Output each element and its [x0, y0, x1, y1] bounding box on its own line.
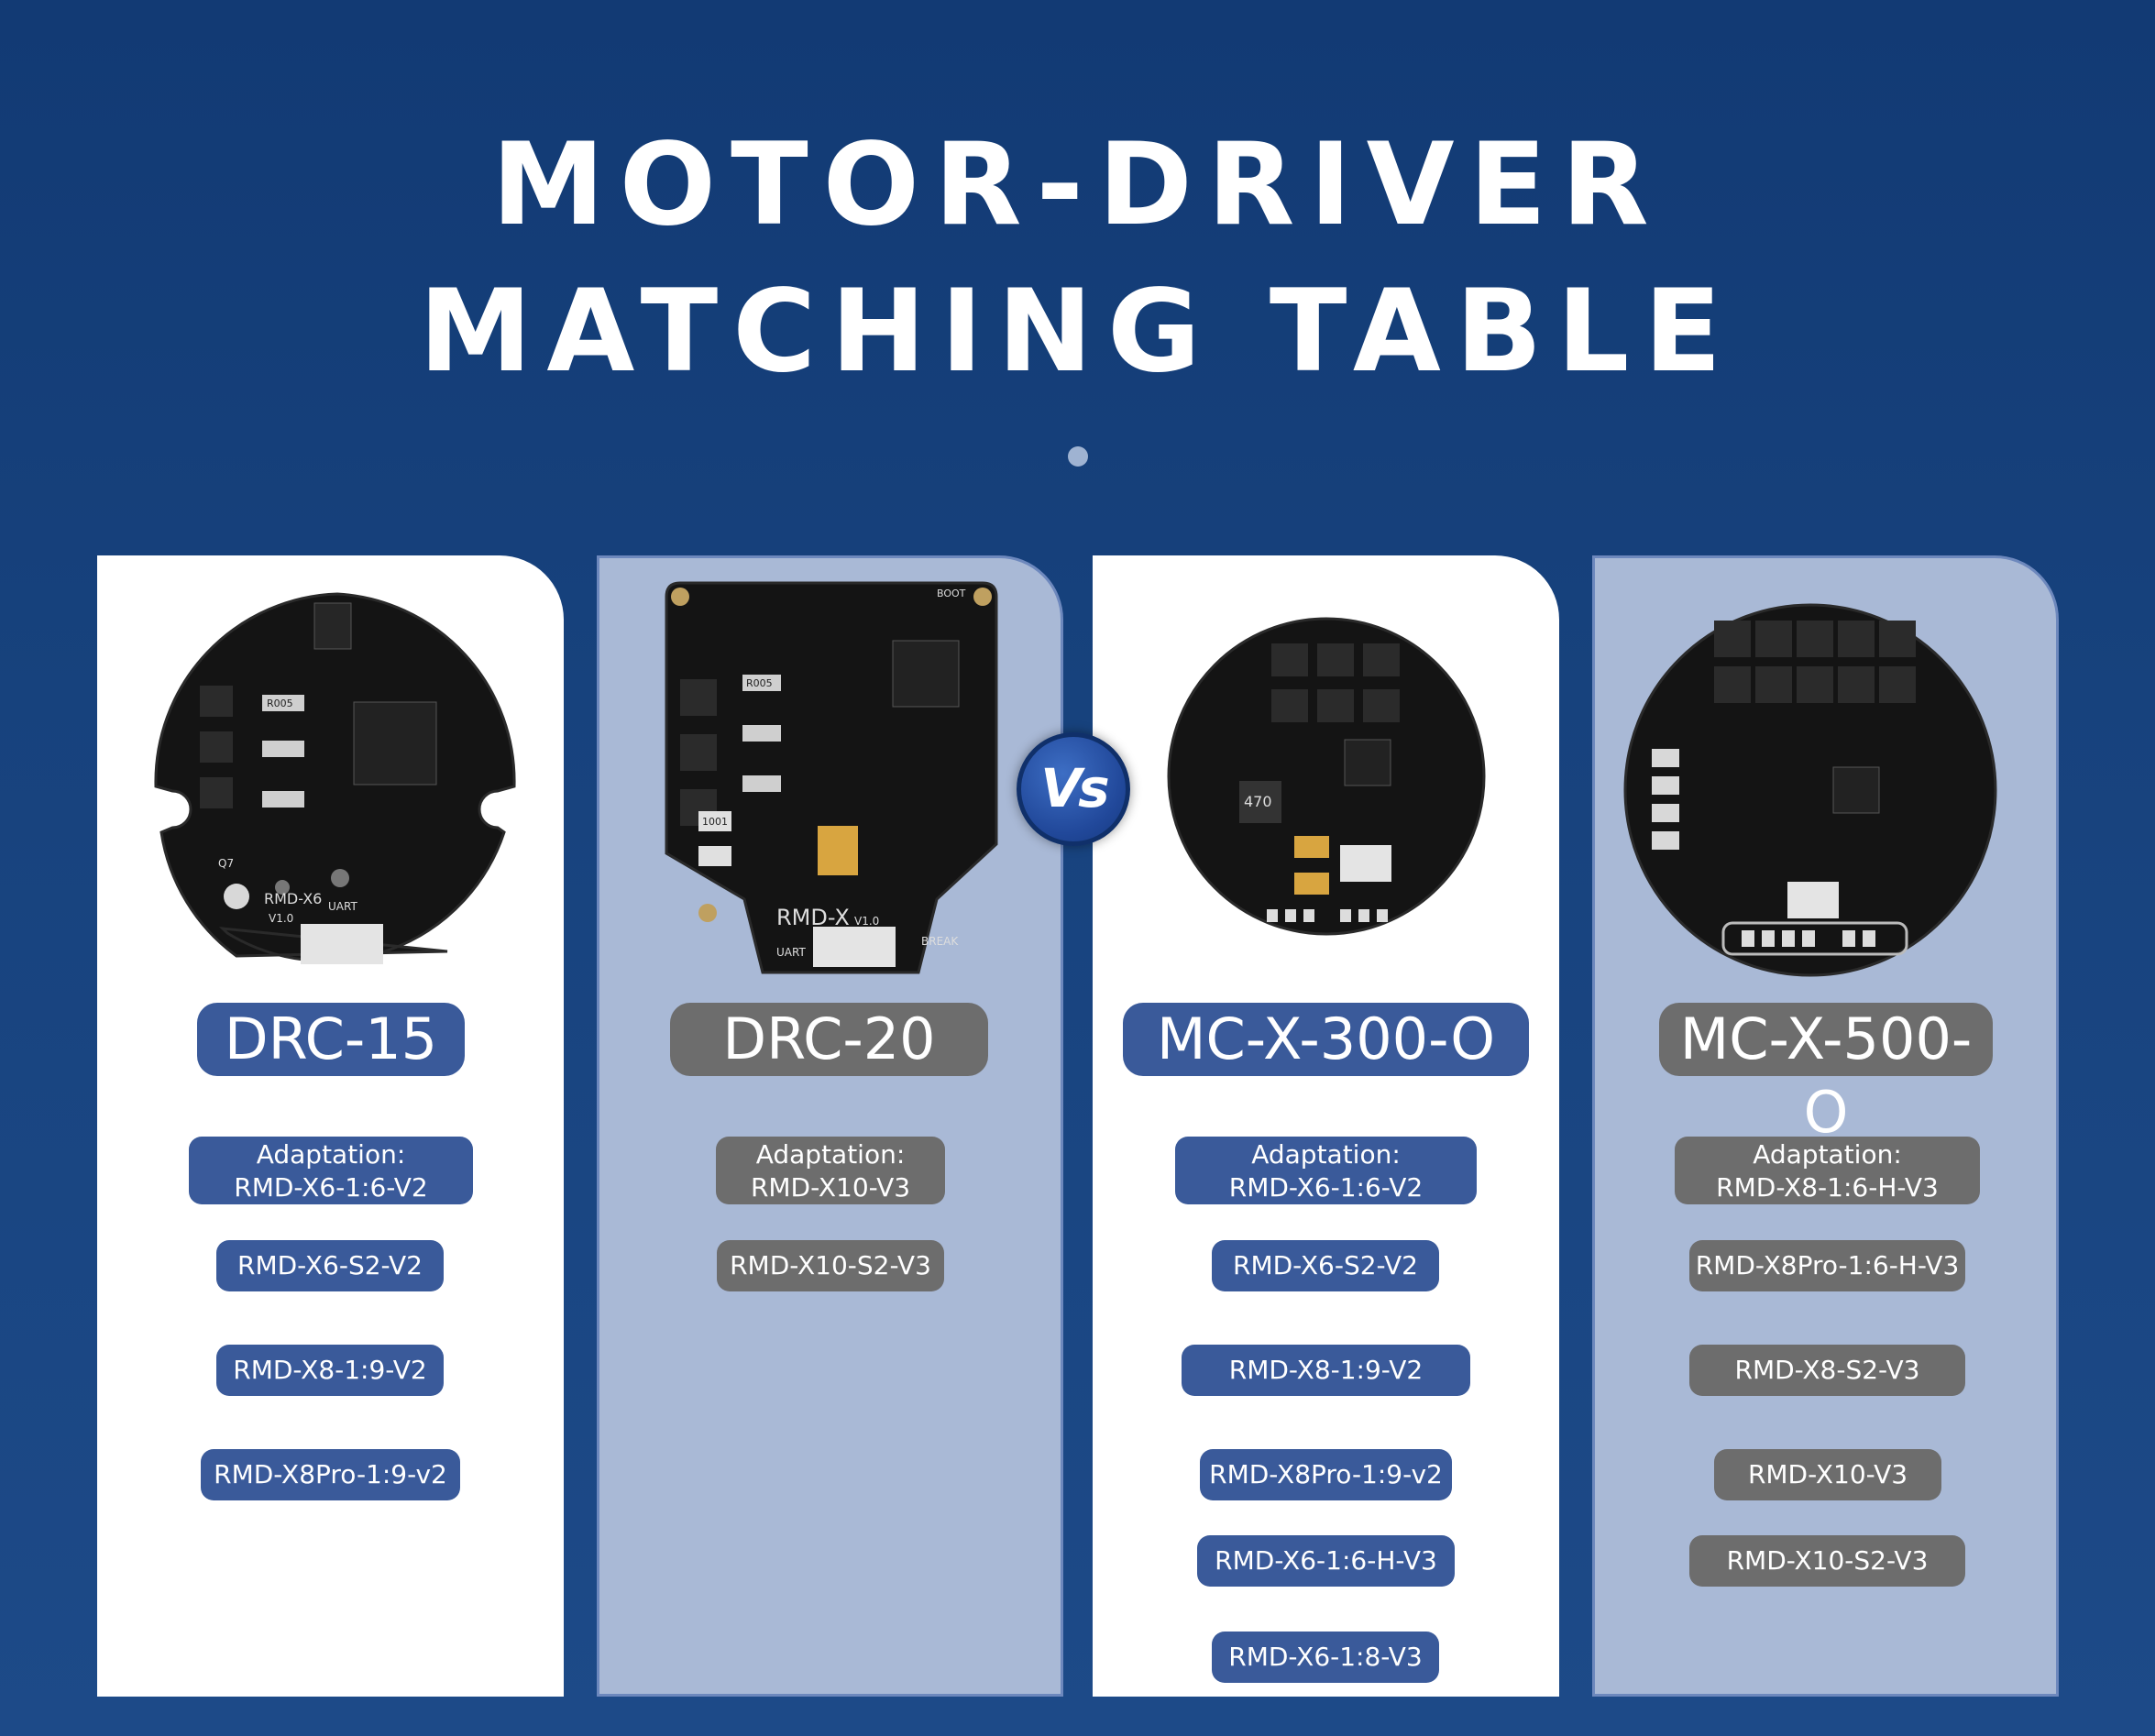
drc-20-board-resistor: 1001 [702, 816, 728, 828]
compatible-model-tag: RMD-X8-1:9-V2 [216, 1345, 444, 1396]
title-divider-dot [1068, 446, 1088, 467]
driver-name-mc-x-500-o: MC-X-500-O [1659, 1003, 1993, 1146]
mc-x-500-o-board-image [1623, 603, 1997, 977]
adaptation-model: RMD-X6-1:6-V2 [1228, 1172, 1424, 1203]
drc-20-board-boot: BOOT [937, 588, 966, 599]
drc-20-board-image: RMD-X V1.0 UART BREAK 1001 R005 BOOT [665, 581, 998, 974]
adaptation-model: RMD-X6-1:6-V2 [234, 1172, 428, 1203]
adaptation-badge: Adaptation: RMD-X8-1:6-H-V3 [1675, 1137, 1980, 1204]
versus-badge: Vs [1017, 732, 1130, 846]
drc-20-board-label: RMD-X [776, 905, 850, 930]
adaptation-label: Adaptation: [256, 1139, 406, 1170]
drc-15-board-version: V1.0 [269, 912, 293, 925]
driver-name-drc-15: DRC-15 [197, 1003, 465, 1076]
page-title-line-2: MATCHING TABLE [418, 266, 1737, 398]
driver-card-mc-x-500-o: MC-X-500-O Adaptation: RMD-X8-1:6-H-V3 R… [1592, 555, 2059, 1697]
adaptation-label: Adaptation: [1753, 1139, 1902, 1170]
page-title-line-1: MOTOR-DRIVER [491, 119, 1664, 251]
driver-card-drc-15: RMD-X6 V1.0 UART R005 Q7 DRC-15 Adaptati… [97, 555, 564, 1697]
compatible-model-tag: RMD-X6-S2-V2 [216, 1240, 444, 1291]
compatible-model-tag: RMD-X6-1:6-H-V3 [1197, 1535, 1455, 1587]
compatible-model-tag: RMD-X8-S2-V3 [1689, 1345, 1965, 1396]
adaptation-label: Adaptation: [1251, 1139, 1401, 1170]
compatible-model-tag: RMD-X8Pro-1:6-H-V3 [1689, 1240, 1965, 1291]
compatible-model-tag: RMD-X6-1:8-V3 [1212, 1632, 1439, 1683]
compatible-model-tag: RMD-X10-S2-V3 [717, 1240, 944, 1291]
compatible-model-tag: RMD-X6-S2-V2 [1212, 1240, 1439, 1291]
driver-name-mc-x-300-o: MC-X-300-O [1123, 1003, 1529, 1076]
drc-15-board-q7: Q7 [218, 857, 234, 870]
drc-20-board-uart: UART [776, 946, 806, 959]
adaptation-label: Adaptation: [755, 1139, 906, 1170]
drc-15-board-resistor: R005 [267, 698, 293, 709]
adaptation-model: RMD-X8-1:6-H-V3 [1716, 1172, 1939, 1203]
compatible-model-tag: RMD-X8-1:9-V2 [1182, 1345, 1470, 1396]
adaptation-badge: Adaptation: RMD-X10-V3 [716, 1137, 945, 1204]
driver-name-drc-20: DRC-20 [670, 1003, 988, 1076]
driver-card-drc-20: RMD-X V1.0 UART BREAK 1001 R005 BOOT DRC… [597, 555, 1063, 1697]
drc-15-board-image: RMD-X6 V1.0 UART R005 Q7 [154, 592, 516, 964]
adaptation-model: RMD-X10-V3 [750, 1172, 911, 1203]
drc-20-board-version: V1.0 [854, 915, 879, 928]
compatible-model-tag: RMD-X10-V3 [1714, 1449, 1941, 1500]
mc-x-300-o-board-image: 470 [1167, 617, 1486, 936]
mc-x-300-o-board-label: 470 [1244, 793, 1272, 810]
drc-15-board-label: RMD-X6 [264, 890, 322, 907]
adaptation-badge: Adaptation: RMD-X6-1:6-V2 [1175, 1137, 1477, 1204]
adaptation-badge: Adaptation: RMD-X6-1:6-V2 [189, 1137, 473, 1204]
driver-card-mc-x-300-o: 470 MC-X-300-O Adaptation: RMD-X6-1:6-V2… [1093, 555, 1559, 1697]
drc-20-board-break: BREAK [921, 935, 959, 948]
compatible-model-tag: RMD-X10-S2-V3 [1689, 1535, 1965, 1587]
drc-15-board-uart: UART [328, 900, 357, 913]
compatible-model-tag: RMD-X8Pro-1:9-v2 [1200, 1449, 1452, 1500]
drc-20-board-r005: R005 [746, 677, 773, 689]
compatible-model-tag: RMD-X8Pro-1:9-v2 [201, 1449, 460, 1500]
